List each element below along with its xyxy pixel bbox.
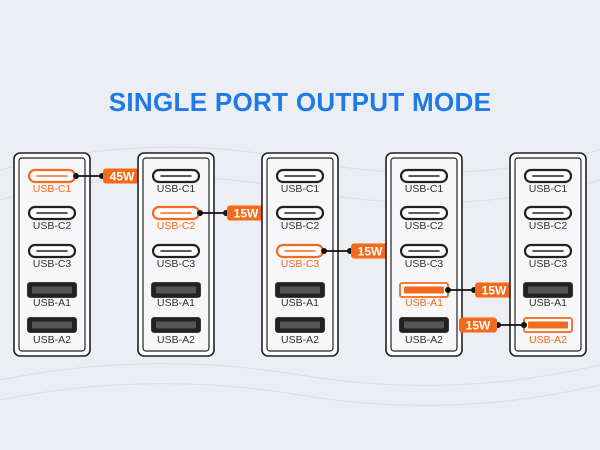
page-title: SINGLE PORT OUTPUT MODE — [108, 87, 492, 117]
port-label: USB-A2 — [157, 334, 195, 346]
port-label: USB-A1 — [281, 297, 319, 309]
power-badge-label: 15W — [466, 319, 491, 333]
port-label: USB-C2 — [157, 220, 196, 232]
port-label: USB-A2 — [281, 334, 319, 346]
power-badge — [351, 243, 389, 259]
port-label: USB-A1 — [157, 297, 195, 309]
port-label: USB-C3 — [157, 258, 196, 270]
power-badge — [103, 168, 141, 184]
connector-dot — [321, 248, 327, 254]
port-label: USB-C1 — [529, 183, 568, 195]
port-label: USB-A2 — [529, 334, 567, 346]
port-label: USB-C3 — [33, 258, 72, 270]
connector-dot — [521, 322, 527, 328]
connector-dot — [445, 287, 451, 293]
port-label: USB-C1 — [157, 183, 196, 195]
port-label: USB-C3 — [405, 258, 444, 270]
usb-a-tongue-icon — [32, 321, 72, 329]
power-badge — [475, 282, 513, 298]
usb-a-tongue-icon — [528, 286, 568, 294]
port-label: USB-A2 — [33, 334, 71, 346]
port-label: USB-C2 — [281, 220, 320, 232]
connector-dot — [197, 210, 203, 216]
port-label: USB-C2 — [33, 220, 72, 232]
port-label: USB-C3 — [281, 258, 320, 270]
usb-a-tongue-icon — [528, 321, 568, 329]
port-label: USB-C2 — [405, 220, 444, 232]
power-badge-label: 15W — [234, 207, 259, 221]
port-label: USB-C1 — [33, 183, 72, 195]
port-label: USB-C1 — [405, 183, 444, 195]
port-label: USB-A2 — [405, 334, 443, 346]
usb-a-tongue-icon — [156, 321, 196, 329]
port-label: USB-A1 — [33, 297, 71, 309]
port-label: USB-A1 — [529, 297, 567, 309]
port-label: USB-A1 — [405, 297, 443, 309]
port-label: USB-C3 — [529, 258, 568, 270]
usb-a-tongue-icon — [32, 286, 72, 294]
port-label: USB-C1 — [281, 183, 320, 195]
power-badge — [459, 317, 497, 333]
usb-a-tongue-icon — [404, 321, 444, 329]
usb-a-tongue-icon — [156, 286, 196, 294]
power-badge-label: 45W — [110, 170, 135, 184]
usb-a-tongue-icon — [404, 286, 444, 294]
usb-a-tongue-icon — [280, 321, 320, 329]
usb-a-tongue-icon — [280, 286, 320, 294]
connector-dot — [73, 173, 79, 179]
power-badge-label: 15W — [358, 245, 383, 259]
power-badge — [227, 205, 265, 221]
power-badge-label: 15W — [482, 284, 507, 298]
port-label: USB-C2 — [529, 220, 568, 232]
